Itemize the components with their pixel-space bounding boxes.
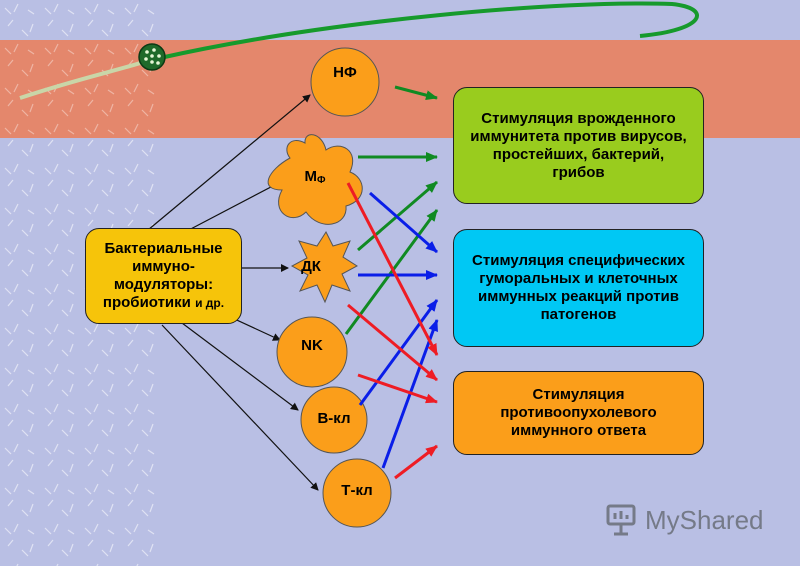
- watermark-brand: MyShared: [645, 504, 764, 535]
- nk-label: NK: [301, 337, 323, 354]
- red-arrows: [346, 182, 439, 480]
- watermark: MyShared: [605, 500, 775, 540]
- macrophage-label: МФ: [290, 168, 340, 186]
- source-line-3: модуляторы:: [113, 276, 214, 293]
- macrophage-cell: [267, 134, 363, 225]
- nf-label: НФ: [333, 64, 357, 81]
- macrophage-label-sub: Ф: [316, 175, 326, 186]
- source-line-4: пробиотики: [102, 294, 191, 311]
- dendritic-cell: [290, 230, 358, 304]
- arrow-nk-antitumor: [357, 373, 438, 404]
- source-line-2: иммуно-: [132, 258, 195, 275]
- arrow-source-t: [161, 324, 319, 491]
- arrow-source-nf: [147, 94, 311, 231]
- macrophage-label-main: М: [304, 168, 317, 185]
- bacterium-tail: [19, 58, 151, 100]
- b-cell: [300, 386, 368, 454]
- arrow-t-antitumor: [394, 444, 438, 480]
- presentation-icon: [606, 504, 636, 536]
- innate-immunity-box: Стимуляция врожденного иммунитета против…: [453, 87, 704, 204]
- arrow-mf-adaptive: [369, 191, 438, 254]
- nk-cell: [276, 316, 348, 388]
- source-suffix: и др.: [195, 296, 225, 310]
- bacterium-dots: [144, 48, 161, 65]
- arrow-nk-innate: [344, 209, 439, 335]
- adaptive-immunity-box: Стимуляция специфических гуморальных и к…: [453, 229, 704, 347]
- innate-immunity-text: Стимуляция врожденного иммунитета против…: [470, 109, 687, 181]
- t-cell: [322, 458, 392, 528]
- arrow-source-b: [177, 319, 299, 411]
- arrow-b-adaptive: [358, 299, 439, 406]
- dc-label: ДК: [301, 258, 321, 275]
- t-label: Т-кл: [341, 482, 373, 499]
- source-box: Бактериальные иммуно- модуляторы: пробио…: [85, 228, 242, 324]
- arrow-dc-antitumor: [347, 303, 438, 382]
- b-label: В-кл: [317, 410, 351, 427]
- arrow-nf-innate: [394, 85, 438, 101]
- arrow-mf-antitumor: [346, 182, 439, 356]
- adaptive-immunity-text: Стимуляция специфических гуморальных и к…: [472, 252, 685, 323]
- flagellum-curve: [159, 1, 699, 60]
- antitumor-response-box: Стимуляция противоопухолевого иммунного …: [453, 371, 704, 455]
- antitumor-response-text: Стимуляция противоопухолевого иммунного …: [500, 386, 657, 439]
- stripe-texture: [0, 40, 155, 138]
- nf-cell: [310, 47, 380, 117]
- source-line-1: Бактериальные: [104, 240, 223, 257]
